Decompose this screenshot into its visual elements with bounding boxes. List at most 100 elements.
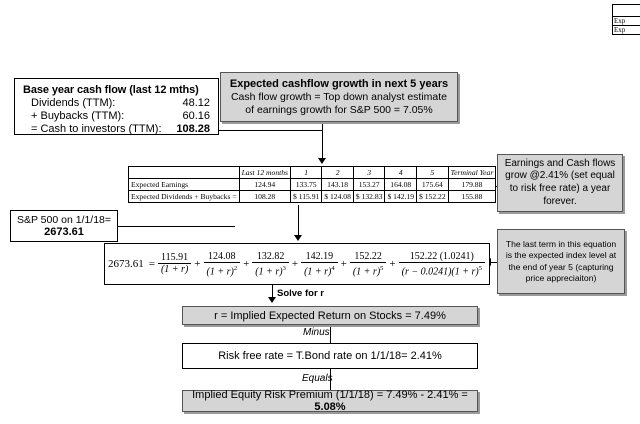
row-label-expected-dividends-buybacks: Expected Dividends + Buybacks = xyxy=(128,190,240,203)
base-year-title: Base year cash flow (last 12 mths) xyxy=(23,84,199,96)
term-2-numerator: 124.08 xyxy=(208,250,236,262)
fragment-row xyxy=(612,4,640,17)
expected-growth-box: Expected cashflow growth in next 5 years… xyxy=(220,72,458,122)
earnings-y1: 133.75 xyxy=(289,178,323,191)
equals-label: Equals xyxy=(302,373,333,384)
equation-plus-1: + xyxy=(194,257,201,270)
callout-last-term-text: The last term in this equation is the ex… xyxy=(505,238,617,283)
term-3-numerator: 132.82 xyxy=(256,250,285,262)
implied-erp-prefix: Implied Equity Risk Premium (1/1/18) = 7… xyxy=(192,389,468,401)
fragment-cell-1: Exp xyxy=(612,16,640,26)
term-2-denominator: (1 + r)2 xyxy=(203,261,241,277)
equation-plus-3: + xyxy=(291,257,299,270)
connector-equation-to-r xyxy=(272,285,273,299)
connector-callout-terminal xyxy=(491,262,497,263)
equation-term-3: 132.82 (1 + r)3 xyxy=(252,251,289,277)
term-4-numerator: 142.19 xyxy=(305,250,334,262)
connector-sp-to-equation xyxy=(118,226,235,227)
table-header-y2: 2 xyxy=(321,166,354,179)
equation-term-terminal: 152.22 (1.0241) (r − 0.0241)(1 + r)5 xyxy=(398,250,485,277)
cash-to-investors-label: = Cash to investors (TTM): xyxy=(31,123,162,135)
callout-last-term: The last term in this equation is the ex… xyxy=(497,229,625,294)
divbuy-y3: $ 132.83 xyxy=(352,190,386,203)
divbuy-y5: $ 152.22 xyxy=(416,190,449,203)
base-year-row-buybacks: + Buybacks (TTM): 60.16 xyxy=(23,110,210,122)
term-5-numerator: 152.22 xyxy=(354,250,382,262)
expected-growth-body: Cash flow growth = Top down analyst esti… xyxy=(230,91,448,116)
cash-to-investors-value: 108.28 xyxy=(176,123,210,135)
expected-growth-heading: Expected cashflow growth in next 5 years xyxy=(229,78,449,90)
divbuy-last12: 108.28 xyxy=(238,190,292,203)
risk-free-rate-text: Risk free rate = T.Bond rate on 1/1/18= … xyxy=(218,350,442,362)
connector-growth-to-table xyxy=(322,122,323,158)
implied-erp-value: 5.08% xyxy=(314,401,346,413)
equation-lhs: 2673.61 xyxy=(108,257,144,270)
term-5-denominator: (1 + r)5 xyxy=(349,261,387,277)
equation-term-1: 115.91 (1 + r) xyxy=(157,252,192,275)
risk-free-rate-box: Risk free rate = T.Bond rate on 1/1/18= … xyxy=(182,343,478,369)
equation-equals-sign: = xyxy=(148,257,155,270)
term-3-denominator: (1 + r)3 xyxy=(252,261,289,277)
table-row: Expected Earnings 124.94 133.75 143.18 1… xyxy=(128,178,497,191)
base-year-row-cash-to-investors: = Cash to investors (TTM): 108.28 xyxy=(23,123,210,135)
term-1-numerator: 115.91 xyxy=(161,252,189,264)
implied-erp-text: Implied Equity Risk Premium (1/1/18) = 7… xyxy=(183,389,477,413)
table-header-y3: 3 xyxy=(352,166,386,179)
callout-terminal-growth: Earnings and Cash flows grow @2.41% (set… xyxy=(497,154,623,212)
connector-base-to-table xyxy=(219,130,322,131)
valuation-equation-box: 2673.61 = 115.91 (1 + r) + 124.08 (1 + r… xyxy=(104,243,490,285)
arrow-down-growth-to-table xyxy=(318,158,326,164)
fragment-cell-0 xyxy=(612,4,640,17)
connector-r-to-rf xyxy=(330,325,331,343)
connector-rf-to-erp xyxy=(330,369,331,390)
implied-equity-risk-premium-box: Implied Equity Risk Premium (1/1/18) = 7… xyxy=(182,389,478,413)
table-row: Expected Dividends + Buybacks = 108.28 $… xyxy=(128,190,497,203)
sp500-level-box: S&P 500 on 1/1/18= 2673.61 xyxy=(10,210,118,242)
table-header-blank xyxy=(128,166,240,179)
fragment-row: Exp xyxy=(612,25,640,35)
implied-expected-return-text: r = Implied Expected Return on Stocks = … xyxy=(214,309,446,322)
term-1-denominator: (1 + r) xyxy=(157,263,192,275)
term-terminal-numerator: 152.22 (1.0241) xyxy=(409,250,474,262)
arrow-down-solve-for-r xyxy=(268,297,276,303)
dividends-label: Dividends (TTM): xyxy=(31,97,116,109)
equation-plus-2: + xyxy=(243,257,250,270)
earnings-y5: 175.64 xyxy=(416,178,449,191)
term-4-denominator: (1 + r)4 xyxy=(301,261,338,277)
table-header-terminal: Terminal Year xyxy=(447,166,497,179)
earnings-terminal: 179.88 xyxy=(447,178,497,191)
equation-term-4: 142.19 (1 + r)4 xyxy=(301,251,338,277)
equation-term-5: 152.22 (1 + r)5 xyxy=(349,250,387,277)
table-header-last12: Last 12 months xyxy=(238,166,292,179)
connector-table-to-equation xyxy=(298,205,299,235)
cashflow-forecast-table: Last 12 months 1 2 3 4 5 Terminal Year E… xyxy=(128,166,497,203)
sp500-label: S&P 500 on 1/1/18= xyxy=(16,214,112,226)
equation-term-2: 124.08 (1 + r)2 xyxy=(203,250,241,277)
clipped-table-fragment: Exp Exp xyxy=(612,4,640,46)
base-year-row-dividends: Dividends (TTM): 48.12 xyxy=(23,97,210,109)
arrow-down-table-to-equation xyxy=(294,235,302,241)
minus-label: Minus xyxy=(303,327,330,338)
earnings-y2: 143.18 xyxy=(321,178,354,191)
table-header-y1: 1 xyxy=(289,166,323,179)
equation-plus-5: + xyxy=(389,257,396,270)
earnings-y3: 153.27 xyxy=(352,178,386,191)
implied-expected-return-box: r = Implied Expected Return on Stocks = … xyxy=(182,306,478,325)
solve-for-r-label: Solve for r xyxy=(277,288,324,299)
base-year-cashflow-box: Base year cash flow (last 12 mths) Divid… xyxy=(14,78,219,135)
term-terminal-denominator: (r − 0.0241)(1 + r)5 xyxy=(398,261,485,277)
valuation-equation: 2673.61 = 115.91 (1 + r) + 124.08 (1 + r… xyxy=(108,251,486,277)
callout-terminal-growth-text: Earnings and Cash flows grow @2.41% (set… xyxy=(504,157,616,207)
equation-plus-4: + xyxy=(340,257,347,270)
sp500-value: 2673.61 xyxy=(44,226,84,238)
divbuy-terminal: 155.88 xyxy=(447,190,497,203)
fragment-cell-2: Exp xyxy=(612,25,640,35)
divbuy-y2: $ 124.08 xyxy=(321,190,354,203)
buybacks-value: 60.16 xyxy=(182,110,210,122)
earnings-y4: 164.08 xyxy=(384,178,418,191)
dividends-value: 48.12 xyxy=(182,97,210,109)
table-header-row: Last 12 months 1 2 3 4 5 Terminal Year xyxy=(128,166,497,179)
fragment-row: Exp xyxy=(612,16,640,26)
divbuy-y4: $ 142.19 xyxy=(384,190,418,203)
table-header-y4: 4 xyxy=(384,166,418,179)
